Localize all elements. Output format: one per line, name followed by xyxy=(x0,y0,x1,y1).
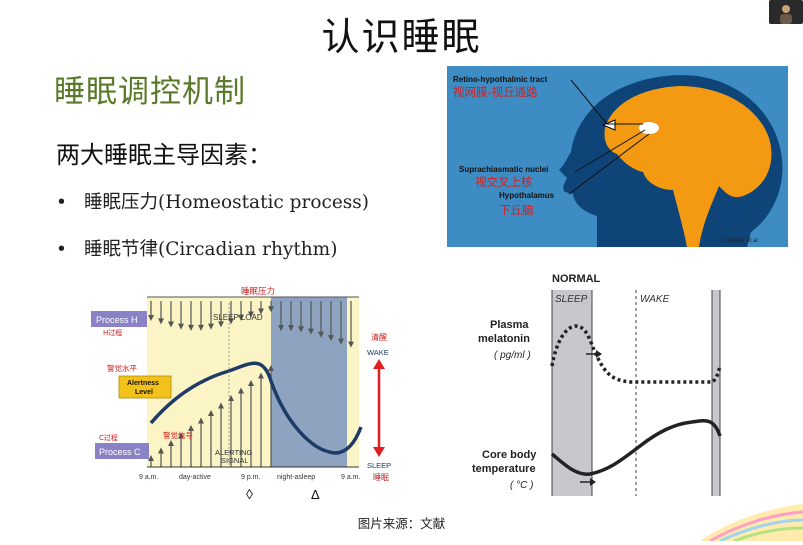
hypothalamus-label-zh: 下丘脑 xyxy=(499,203,534,217)
sleep-load-arrowhead xyxy=(298,326,304,333)
alerting-signal-arrowhead xyxy=(188,425,194,431)
process-c-zh: C过程 xyxy=(99,433,118,442)
retino-label-zh: 视网膜-视丘通路 xyxy=(453,85,538,99)
sleep-load-arrowhead xyxy=(348,341,354,348)
normal-rhythm-chart: NORMAL SLEEP WAKE Plasma melatonin ( pg/… xyxy=(460,268,730,503)
melatonin-unit: ( pg/ml ) xyxy=(494,350,531,361)
temperature-label-1: Core body xyxy=(482,449,537,461)
alerting-signal-arrowhead xyxy=(198,417,204,424)
sleep-load-arrowhead xyxy=(338,338,344,345)
signal-zh: 警觉信号 xyxy=(163,430,193,440)
sleep-load-arrowhead xyxy=(268,306,274,313)
alerting-line1: ALERTING xyxy=(215,448,253,457)
bullet-item: • 睡眠节律(Circadian rhythm) xyxy=(56,235,337,261)
retino-label-en: Retino-hypothalmic tract xyxy=(453,75,548,84)
sleep-load-arrowhead xyxy=(158,318,164,325)
alerting-signal-arrowhead xyxy=(158,447,164,454)
image-source-caption: 图片来源：文献 xyxy=(357,516,446,531)
sleep-zh: 睡眠 xyxy=(373,473,389,482)
sleep-load-arrowhead xyxy=(248,311,254,318)
bullet-marker: • xyxy=(56,192,67,213)
alerting-signal-arrowhead xyxy=(148,455,154,461)
two-process-sleep-diagram: 睡眠压力 SLEEP LOAD Process H H过程 警觉水平 Alert… xyxy=(89,283,395,503)
sleep-band-label: SLEEP xyxy=(555,294,588,305)
bullet-item: • 睡眠压力(Homeostatic process) xyxy=(56,188,369,214)
sleep-load-arrowhead xyxy=(178,323,184,330)
sleep-load-arrowhead xyxy=(148,315,154,321)
sleep-load-arrowhead xyxy=(188,324,194,331)
brain-anatomy-figure: Retino-hypothalmic tract 视网膜-视丘通路 Suprac… xyxy=(447,66,788,247)
sleep-load-arrows xyxy=(148,301,354,348)
temperature-curve xyxy=(550,419,722,476)
x-tick: 9 p.m. xyxy=(241,474,261,481)
sleep-load-arrowhead xyxy=(168,321,174,328)
alertness-zh: 警觉水平 xyxy=(107,363,137,373)
wake-zh: 清醒 xyxy=(371,332,387,342)
temperature-unit: ( °C ) xyxy=(510,480,533,491)
process-c-label: Process C xyxy=(99,447,141,457)
bullet-text: 睡眠节律(Circadian rhythm) xyxy=(84,239,338,260)
alerting-signal-arrowhead xyxy=(238,387,244,394)
avatar-icon xyxy=(780,5,792,24)
diamond-marker: ◊ xyxy=(246,486,253,502)
eye-icon xyxy=(601,119,616,131)
alerting-signal-arrowhead xyxy=(248,380,254,386)
sleep-load-arrowhead xyxy=(198,324,204,331)
alerting-signal-arrowhead xyxy=(168,440,174,446)
alerting-line2: SIGNAL xyxy=(221,456,249,465)
wake-label: WAKE xyxy=(367,348,389,357)
sleep-load-arrowhead xyxy=(208,323,214,330)
alertness-line2: Level xyxy=(135,389,153,396)
figure-credit: Czeisler et al xyxy=(723,238,758,244)
alerting-signal-arrowhead xyxy=(208,410,214,416)
normal-title: NORMAL xyxy=(552,273,601,285)
sleep-load-arrowhead xyxy=(278,325,284,332)
user-avatar[interactable] xyxy=(769,0,803,24)
sleep-load-arrowhead xyxy=(308,328,314,335)
process-h-label: Process H xyxy=(96,315,138,325)
alerting-signal-arrowhead xyxy=(228,395,234,401)
sleep-load-arrowhead xyxy=(218,321,224,328)
sleep-load-arrowhead xyxy=(238,314,244,321)
bullet-marker: • xyxy=(56,239,67,260)
scn-label-zh: 视交叉上核 xyxy=(475,175,533,189)
scn-label-en: Suprachiasmatic nuclei xyxy=(459,165,548,174)
sleep-label: SLEEP xyxy=(367,461,391,470)
hypothalamus-label-en: Hypothalamus xyxy=(499,191,555,200)
x-tick: 9 a.m. xyxy=(139,474,159,481)
sleep-load-arrowhead xyxy=(288,325,294,332)
factors-heading: 两大睡眠主导因素： xyxy=(56,141,272,169)
x-tick: day-active xyxy=(179,474,211,481)
wake-band-label: WAKE xyxy=(640,294,670,305)
sleep-load-arrowhead xyxy=(228,318,234,325)
sleep-load-label: SLEEP LOAD xyxy=(213,313,263,322)
slide-title: 认识睡眠 xyxy=(321,15,482,59)
delta-marker: Δ xyxy=(311,487,320,502)
x-tick: night-asleep xyxy=(277,474,315,481)
temperature-label-2: temperature xyxy=(472,463,536,475)
process-h-zh: H过程 xyxy=(103,328,122,337)
alerting-signal-arrowhead xyxy=(258,372,264,379)
alertness-curve xyxy=(149,361,363,455)
bullet-text: 睡眠压力(Homeostatic process) xyxy=(84,192,370,213)
sleep-pressure-label: 睡眠压力 xyxy=(241,286,275,297)
melatonin-curve xyxy=(550,324,722,384)
melatonin-label-1: Plasma xyxy=(490,319,529,331)
sleep-load-arrowhead xyxy=(328,335,334,342)
alerting-signal-arrowhead xyxy=(268,365,274,371)
melatonin-label-2: melatonin xyxy=(478,333,530,345)
alertness-line1: Alertness xyxy=(127,380,159,387)
alerting-signal-arrowhead xyxy=(218,402,224,409)
sleep-load-arrowhead xyxy=(318,331,324,338)
sleep-load-arrowhead xyxy=(258,308,264,315)
section-subtitle: 睡眠调控机制 xyxy=(54,74,246,110)
corner-decoration xyxy=(700,490,803,543)
alerting-signal-arrowhead xyxy=(178,432,184,439)
x-tick: 9 a.m. xyxy=(341,474,361,481)
